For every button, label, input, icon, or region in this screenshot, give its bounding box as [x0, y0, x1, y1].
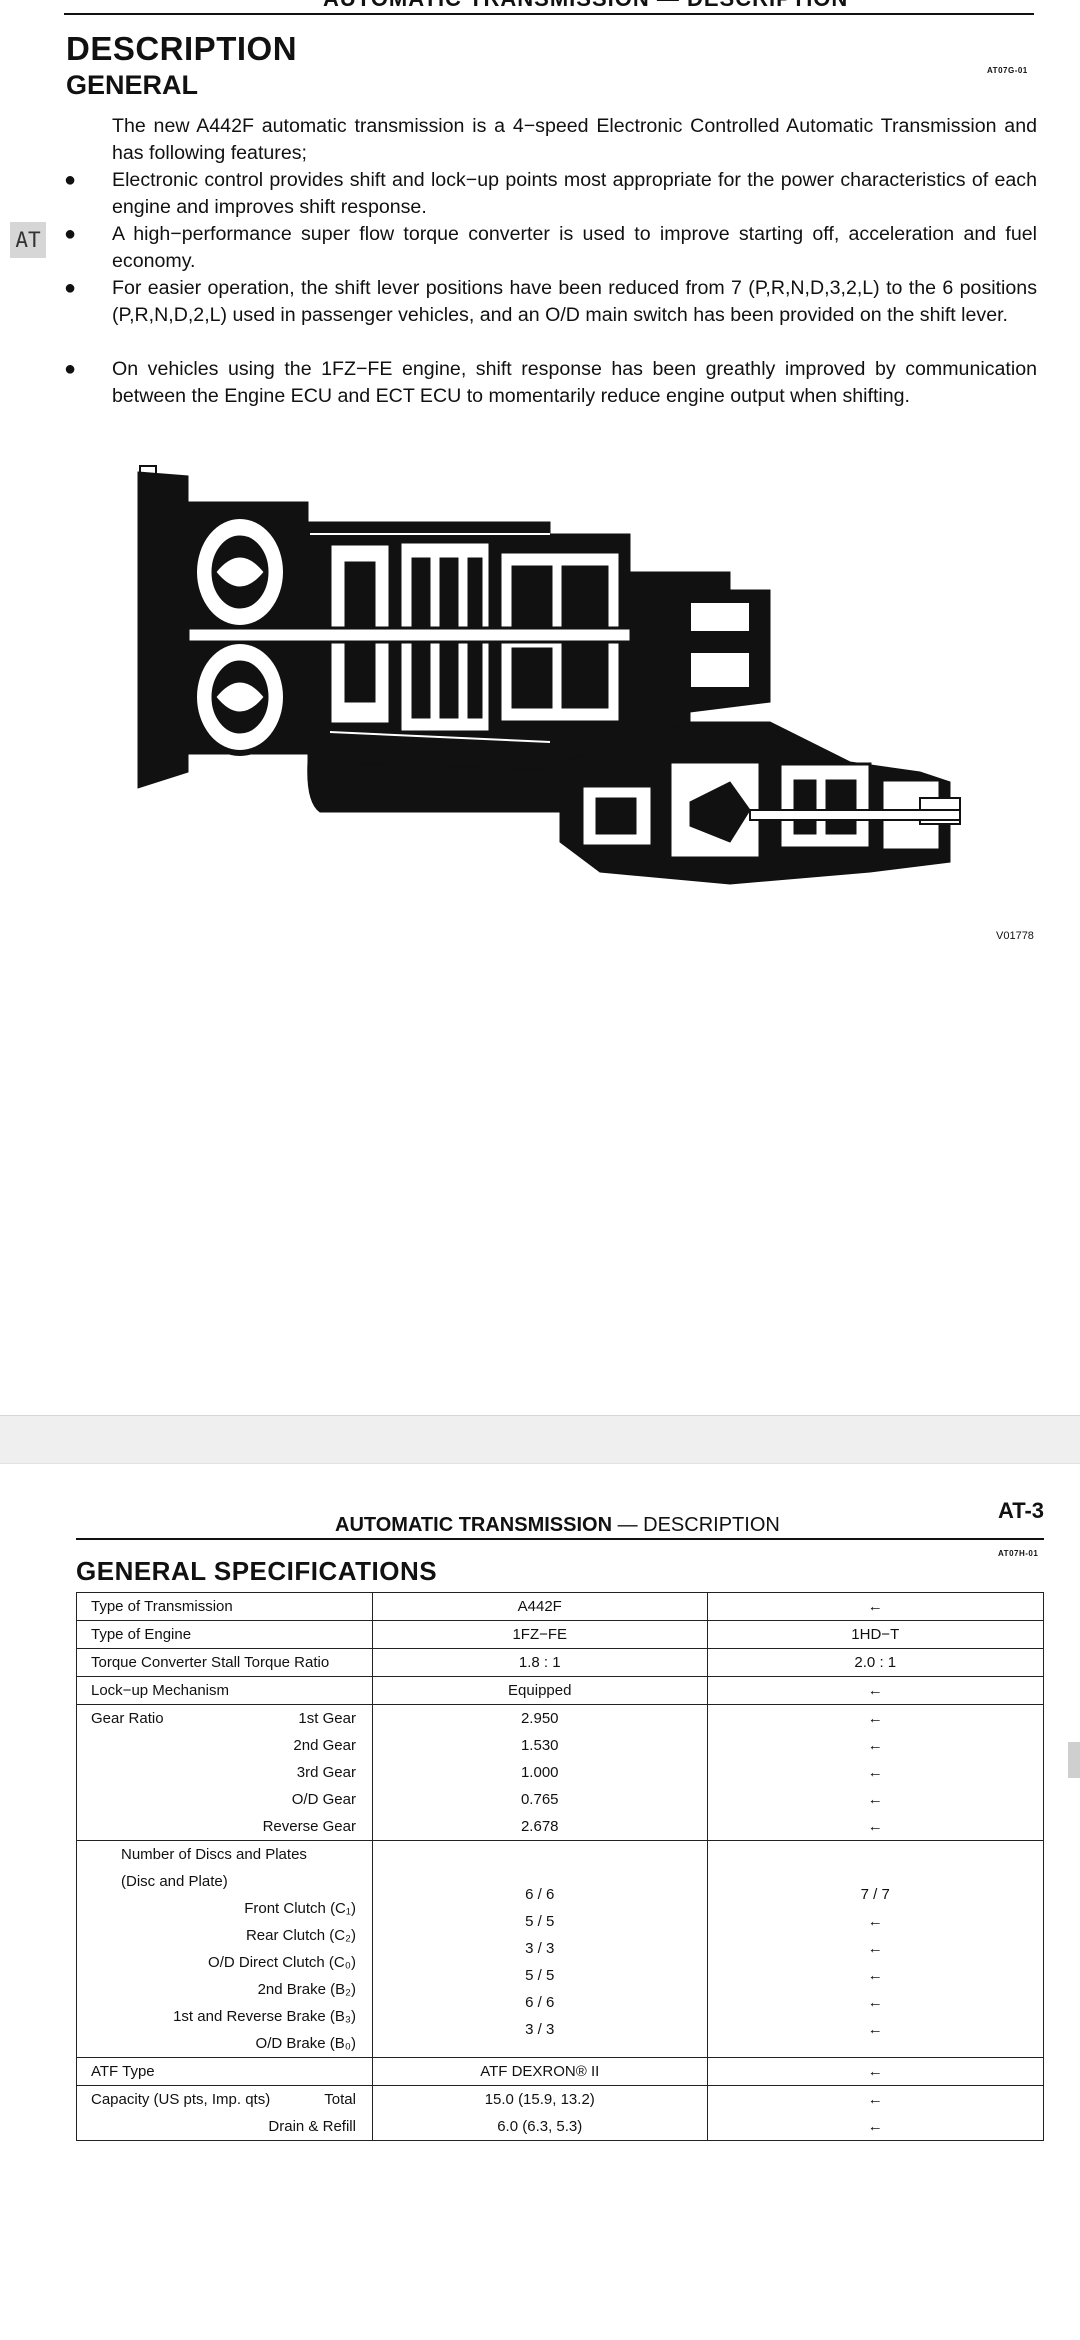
- cell-value: ←: [867, 2063, 883, 2080]
- intro-paragraph: The new A442F automatic transmission is …: [112, 115, 1037, 164]
- cell-value: ←: [867, 1598, 883, 1615]
- cell-value: 1FZ−FE: [512, 1626, 568, 1643]
- page-title: DESCRIPTION: [66, 30, 298, 67]
- cell-value: 2.0 : 1: [854, 1654, 897, 1671]
- capacity-sub-label: Total: [324, 2091, 356, 2108]
- table-row: Torque Converter Stall Torque Ratio 1.8 …: [76, 1648, 1045, 1677]
- cell-value: ←: [867, 2118, 883, 2135]
- cell-value: 1.000: [520, 1764, 559, 1781]
- cell-value: Equipped: [508, 1682, 572, 1699]
- list-item-text: A high−performance super flow torque con…: [112, 223, 1037, 272]
- disc-label: 1st and Reverse Brake (B₃): [173, 2008, 356, 2025]
- cell-value: 2.678: [520, 1818, 559, 1835]
- header-rest-text: — DESCRIPTION: [612, 1514, 780, 1536]
- spec-table: Type of Transmission A442F ← Type of Eng…: [76, 1592, 1045, 2141]
- bullet-icon: ●: [64, 277, 77, 299]
- row-label: ATF Type: [91, 2063, 155, 2080]
- table-row: Number of Discs and Plates (Disc and Pla…: [76, 1840, 1045, 2058]
- row-label: Number of Discs and Plates: [121, 1846, 307, 1863]
- transmission-cutaway-illustration: [137, 465, 961, 885]
- section-title: GENERAL: [66, 70, 199, 100]
- gear-ratio-label: Gear Ratio: [91, 1710, 164, 1727]
- capacity-sub-label: Drain & Refill: [268, 2118, 356, 2135]
- header-rule-2: [76, 1538, 1044, 1540]
- bullet-icon: ●: [64, 223, 77, 245]
- gear-label: O/D Gear: [291, 1791, 356, 1808]
- cell-value: 1.8 : 1: [518, 1654, 561, 1671]
- cell-value: ←: [867, 1967, 883, 1984]
- page-edge-tab: [1068, 1742, 1080, 1778]
- bullet-icon: ●: [64, 169, 77, 191]
- cell-value: ←: [867, 1818, 883, 1835]
- capacity-label: Capacity (US pts, Imp. qts): [91, 2091, 271, 2108]
- gear-label: 2nd Gear: [293, 1737, 356, 1754]
- cell-value: ←: [867, 1994, 883, 2011]
- running-header: AUTOMATIC TRANSMISSION — DESCRIPTION: [323, 0, 848, 12]
- disc-label: O/D Direct Clutch (C₀): [208, 1954, 356, 1971]
- cell-value: ←: [867, 1710, 883, 1727]
- table-row: Type of Transmission A442F ←: [76, 1592, 1045, 1621]
- header-bold-text: AUTOMATIC TRANSMISSION: [335, 1514, 613, 1536]
- cell-value: 6 / 6: [525, 1994, 555, 2011]
- table-row: ATF Type ATF DEXRON® II ←: [76, 2057, 1045, 2086]
- gear-label: Reverse Gear: [262, 1818, 356, 1835]
- cell-value: ←: [867, 2091, 883, 2108]
- cell-value: 15.0 (15.9, 13.2): [484, 2091, 595, 2108]
- cell-value: 3 / 3: [525, 1940, 555, 1957]
- cell-value: 6 / 6: [525, 1886, 555, 1903]
- row-label: Type of Transmission: [91, 1598, 233, 1615]
- cell-value: ATF DEXRON® II: [480, 2063, 600, 2080]
- table-row: Gear Ratio 1st Gear 2nd Gear 3rd Gear O/…: [76, 1704, 1045, 1841]
- bullet-icon: ●: [64, 358, 77, 380]
- cell-value: ←: [867, 1940, 883, 1957]
- table-row: Lock−up Mechanism Equipped ←: [76, 1676, 1045, 1705]
- cell-value: 6.0 (6.3, 5.3): [497, 2118, 583, 2135]
- list-item-text: On vehicles using the 1FZ−FE engine, shi…: [112, 358, 1037, 407]
- list-item-text: Electronic control provides shift and lo…: [112, 169, 1037, 218]
- cell-value: ←: [867, 2021, 883, 2038]
- section-code-2: AT07H-01: [998, 1549, 1039, 1558]
- table-row: Type of Engine 1FZ−FE 1HD−T: [76, 1620, 1045, 1649]
- row-label: Type of Engine: [91, 1626, 192, 1643]
- row-label: Torque Converter Stall Torque Ratio: [91, 1654, 330, 1671]
- disc-label: Rear Clutch (C₂): [245, 1927, 356, 1944]
- cell-value: 1.530: [520, 1737, 559, 1754]
- cell-value: ←: [867, 1764, 883, 1781]
- page-number: AT-3: [998, 1498, 1045, 1523]
- table-row: Capacity (US pts, Imp. qts) Total Drain …: [76, 2085, 1045, 2141]
- cell-value: ←: [867, 1913, 883, 1930]
- row-label: Capacity (US pts, Imp. qts) Total: [77, 2086, 372, 2113]
- disc-label: 2nd Brake (B₂): [257, 1981, 356, 1998]
- section-code: AT07G-01: [987, 66, 1028, 75]
- list-item-text: For easier operation, the shift lever po…: [112, 277, 1037, 326]
- cell-value: A442F: [517, 1598, 562, 1615]
- cell-value: ←: [867, 1737, 883, 1754]
- gear-label: 3rd Gear: [296, 1764, 356, 1781]
- disc-label: O/D Brake (B₀): [255, 2035, 356, 2052]
- cell-value: 5 / 5: [525, 1913, 555, 1930]
- gear-label: 1st Gear: [298, 1710, 356, 1727]
- cell-value: 1HD−T: [851, 1626, 900, 1643]
- manual-page-1: AUTOMATIC TRANSMISSION — DESCRIPTION DES…: [10, 0, 1037, 942]
- cell-value: 5 / 5: [525, 1967, 555, 1984]
- figure-code: V01778: [996, 930, 1034, 942]
- cell-value: ←: [867, 1682, 883, 1699]
- row-label: (Disc and Plate): [121, 1873, 228, 1890]
- side-tab: AT: [10, 222, 46, 258]
- spec-title: GENERAL SPECIFICATIONS: [76, 1556, 438, 1586]
- cell-value: 2.950: [520, 1710, 559, 1727]
- row-label: Gear Ratio 1st Gear: [77, 1705, 372, 1732]
- header-rule: [64, 13, 1034, 15]
- cell-value: 0.765: [520, 1791, 559, 1808]
- running-header-2: AUTOMATIC TRANSMISSION — DESCRIPTION: [335, 1514, 780, 1537]
- row-label: Lock−up Mechanism: [91, 1682, 229, 1699]
- disc-label: Front Clutch (C₁): [244, 1900, 356, 1917]
- cell-value: 3 / 3: [525, 2021, 555, 2038]
- cell-value: 7 / 7: [860, 1886, 890, 1903]
- cell-value: ←: [867, 1791, 883, 1808]
- page-divider: [0, 1415, 1080, 1464]
